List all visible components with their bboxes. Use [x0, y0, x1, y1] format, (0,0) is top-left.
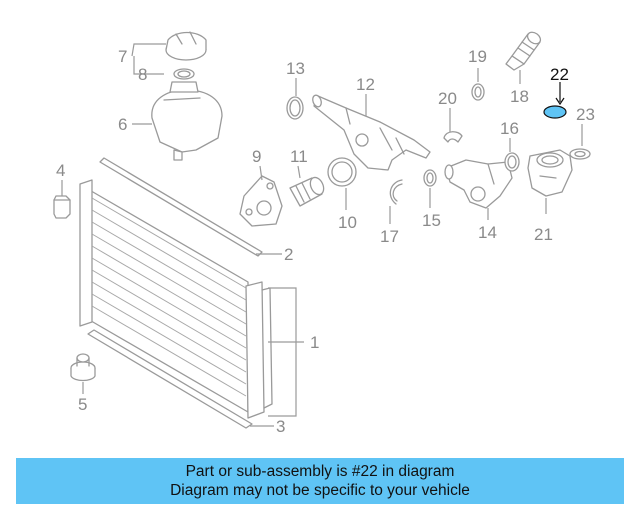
cap-seal — [173, 68, 195, 80]
callout-23: 23 — [576, 105, 595, 146]
callout-label-19: 19 — [468, 47, 487, 66]
o-ring-13 — [286, 96, 304, 120]
callout-1: 1 — [268, 287, 319, 417]
callout-19: 19 — [468, 47, 487, 82]
callout-21: 21 — [534, 198, 553, 244]
callout-label-4: 4 — [56, 161, 65, 180]
callout-16: 16 — [500, 119, 519, 152]
callout-12: 12 — [356, 75, 375, 116]
callout-label-20: 20 — [438, 89, 457, 108]
radiator — [79, 157, 273, 429]
clip-20 — [443, 131, 463, 143]
callout-8: 8 — [138, 65, 147, 84]
expansion-tank — [151, 81, 223, 161]
callout-label-21: 21 — [534, 225, 553, 244]
callout-2: 2 — [256, 245, 293, 264]
mount-upper — [53, 195, 71, 219]
callout-14: 14 — [478, 208, 497, 242]
o-ring-15 — [423, 169, 437, 187]
temperature-sensor — [505, 31, 542, 71]
mount-lower — [70, 353, 96, 382]
callout-17: 17 — [380, 206, 399, 246]
callout-18: 18 — [510, 70, 529, 106]
banner-line-part: Part or sub-assembly is #22 in diagram — [185, 463, 455, 480]
callout-10: 10 — [338, 188, 357, 232]
o-ring-10 — [327, 157, 357, 187]
callout-label-22: 22 — [550, 65, 569, 84]
callout-label-3: 3 — [276, 417, 285, 436]
callout-4: 4 — [56, 161, 65, 196]
outlet-flange — [239, 175, 283, 227]
callout-label-14: 14 — [478, 223, 497, 242]
callout-label-11: 11 — [290, 147, 308, 166]
callout-label-1: 1 — [310, 333, 319, 352]
info-banner: Part or sub-assembly is #22 in diagram D… — [16, 458, 624, 504]
callout-22: 22 — [550, 65, 569, 106]
callout-label-7: 7 — [118, 47, 127, 66]
o-ring-19 — [471, 83, 485, 101]
callout-label-18: 18 — [510, 87, 529, 106]
o-ring-16 — [504, 152, 520, 172]
callout-label-10: 10 — [338, 213, 357, 232]
callout-label-23: 23 — [576, 105, 595, 124]
banner-line-disclaimer: Diagram may not be specific to your vehi… — [170, 482, 470, 499]
parts-diagram: 1 2 3 4 5 6 7 8 9 10 11 12 — [53, 31, 595, 436]
connector-14 — [444, 159, 513, 209]
callout-6: 6 — [118, 115, 152, 134]
clip-17 — [389, 179, 403, 205]
callout-label-8: 8 — [138, 65, 147, 84]
callout-13: 13 — [286, 59, 305, 96]
hose-connector — [289, 176, 325, 207]
callout-label-9: 9 — [252, 147, 261, 166]
callout-15: 15 — [422, 188, 441, 230]
callout-11: 11 — [290, 147, 308, 179]
callout-label-16: 16 — [500, 119, 519, 138]
tank-cap — [165, 31, 207, 61]
callout-9: 9 — [252, 147, 263, 181]
coolant-pipe — [312, 94, 431, 171]
callout-label-5: 5 — [78, 395, 87, 414]
callout-3: 3 — [250, 417, 285, 436]
callout-label-13: 13 — [286, 59, 305, 78]
callout-label-17: 17 — [380, 227, 399, 246]
callout-label-12: 12 — [356, 75, 375, 94]
highlighted-part-22[interactable] — [543, 105, 567, 119]
radiator-fins — [91, 197, 247, 397]
callout-7: 7 — [118, 43, 166, 75]
coolant-housing — [527, 149, 573, 197]
callout-label-2: 2 — [284, 245, 293, 264]
callout-5: 5 — [78, 382, 87, 414]
gasket-23 — [569, 148, 591, 160]
callout-20: 20 — [438, 89, 457, 132]
callout-label-6: 6 — [118, 115, 127, 134]
callout-label-15: 15 — [422, 211, 441, 230]
